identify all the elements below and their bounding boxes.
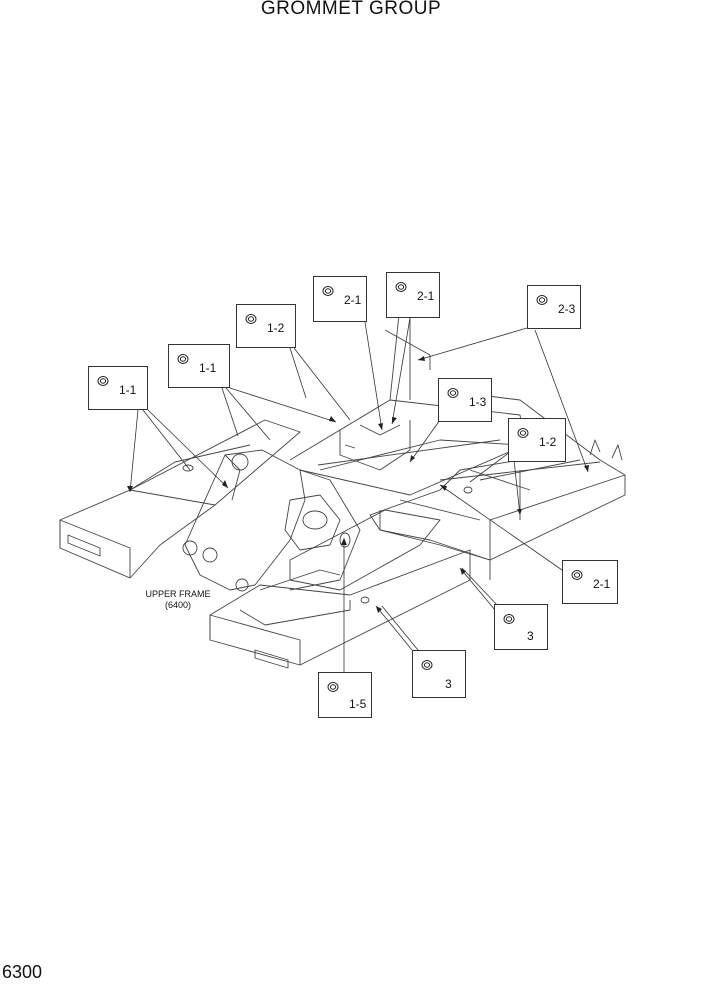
callout-label: 3 bbox=[527, 629, 534, 643]
callout-label: 2-1 bbox=[593, 577, 611, 591]
grommet-icon bbox=[177, 354, 189, 364]
callout-2-1-a[interactable]: 2-1 bbox=[313, 276, 367, 322]
callout-label: 1-1 bbox=[199, 361, 217, 375]
callout-label: 1-5 bbox=[349, 697, 367, 711]
callout-1-2-top[interactable]: 1-2 bbox=[236, 304, 296, 348]
callout-1-1-center[interactable]: 1-1 bbox=[168, 344, 230, 388]
callout-label: 2-1 bbox=[344, 293, 362, 307]
grommet-icon bbox=[571, 570, 583, 580]
callout-label: 1-1 bbox=[119, 383, 137, 397]
grommet-icon bbox=[536, 295, 548, 305]
grommet-icon bbox=[395, 282, 407, 292]
callout-3-right[interactable]: 3 bbox=[494, 604, 548, 650]
callout-3-center[interactable]: 3 bbox=[412, 650, 466, 698]
callout-1-2-right[interactable]: 1-2 bbox=[508, 418, 566, 462]
callout-2-1-c[interactable]: 2-1 bbox=[562, 560, 618, 604]
grommet-icon bbox=[327, 682, 339, 692]
grommet-icon bbox=[322, 286, 334, 296]
callout-label: 1-3 bbox=[469, 395, 487, 409]
grommet-icon bbox=[503, 614, 515, 624]
callout-label: 2-3 bbox=[558, 302, 576, 316]
callout-1-3[interactable]: 1-3 bbox=[438, 378, 492, 422]
grommet-icon bbox=[245, 314, 257, 324]
grommet-icon bbox=[421, 660, 433, 670]
frame-label-code: (6400) bbox=[164, 600, 191, 610]
callout-label: 2-1 bbox=[417, 289, 435, 303]
grommet-icon bbox=[517, 428, 529, 438]
callout-2-3[interactable]: 2-3 bbox=[527, 285, 581, 329]
callout-label: 1-2 bbox=[267, 321, 285, 335]
grommet-icon bbox=[97, 376, 109, 386]
page-title: GROMMET GROUP bbox=[260, 0, 442, 19]
callout-label: 3 bbox=[445, 677, 452, 691]
callout-label: 1-2 bbox=[539, 435, 557, 449]
page-number: 6300 bbox=[2, 962, 43, 982]
callout-1-1-left[interactable]: 1-1 bbox=[88, 366, 148, 410]
frame-label-name: UPPER FRAME bbox=[145, 589, 211, 599]
callout-2-1-b[interactable]: 2-1 bbox=[386, 272, 440, 318]
frame-label: UPPER FRAME (6400) bbox=[134, 589, 222, 611]
grommet-icon bbox=[447, 388, 459, 398]
callout-1-5[interactable]: 1-5 bbox=[318, 672, 372, 718]
